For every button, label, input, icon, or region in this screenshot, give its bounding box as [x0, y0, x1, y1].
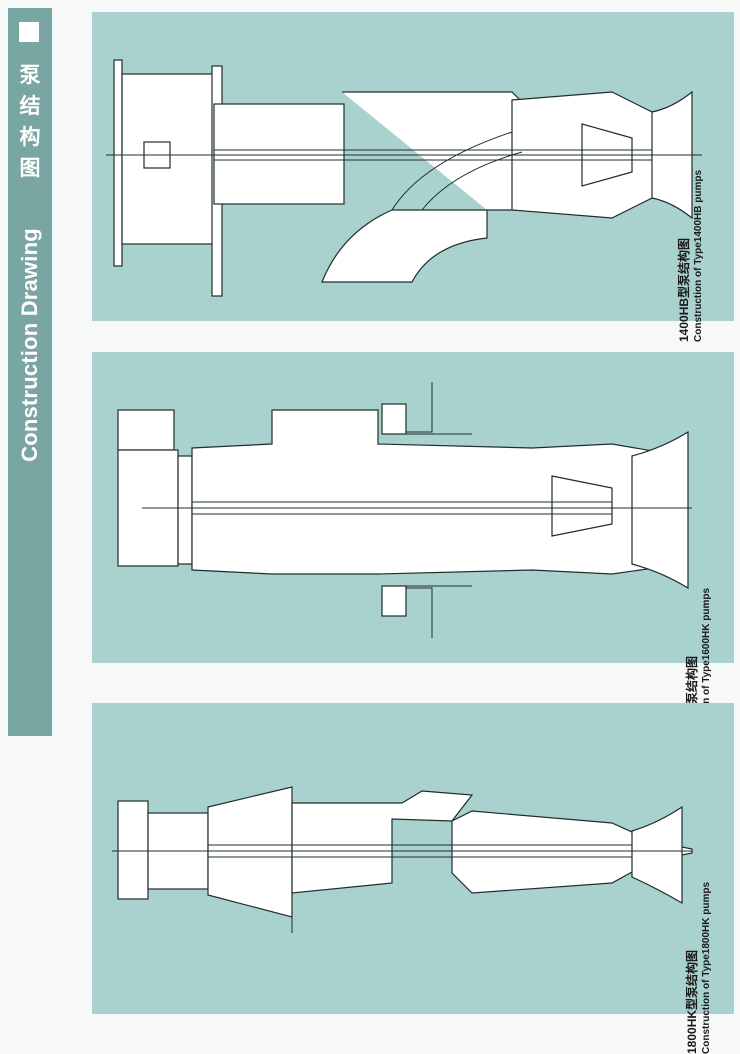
caption-1400hb: 1400HB型泵结构图 Construction of Type1400HB p…	[676, 42, 716, 342]
title-char: 构	[19, 125, 41, 149]
caption-1800hk: 1800HK型泵结构图 Construction of Type1800HK p…	[684, 754, 724, 1054]
caption-subtitle: Construction of Type1800HK pumps	[701, 881, 712, 1054]
drawing-panel-1600hk	[92, 352, 734, 663]
pump-drawing-1400hb-icon	[106, 59, 702, 297]
pump-drawing-1800hk-icon	[112, 786, 693, 933]
sidebar-band	[8, 8, 52, 736]
square-bullet-icon	[19, 22, 39, 42]
sidebar-title-cn: 泵 结 构 图	[12, 60, 48, 184]
caption-title: 1400HB型泵结构图	[677, 237, 691, 342]
title-char: 结	[19, 94, 41, 118]
caption-title: 1800HK型泵结构图	[685, 949, 699, 1054]
drawing-panel-1800hk	[92, 703, 734, 1014]
drawing-panel-1400hb	[92, 12, 734, 321]
title-char: 图	[19, 156, 41, 180]
title-char: 泵	[19, 63, 41, 87]
caption-subtitle: Construction of Type1400HB pumps	[693, 169, 704, 342]
pump-drawing-1600hk-icon	[117, 382, 692, 638]
sidebar-title-en: Construction Drawing	[17, 228, 42, 462]
